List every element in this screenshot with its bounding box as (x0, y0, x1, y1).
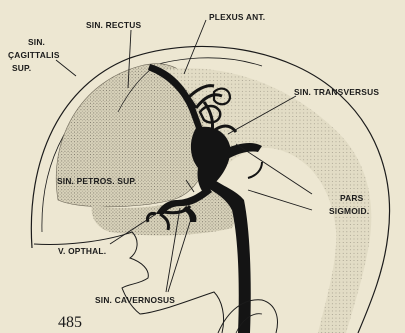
sigmoid-tributary (248, 162, 262, 178)
label-sin-petros-sup: SIN. PETROS. SUP. (57, 176, 137, 186)
label-sin-cavernosus: SIN. CAVERNOSUS (95, 295, 175, 305)
label-pars-sigmoid-line2: SIGMOID. (329, 206, 369, 216)
page-number: 485 (58, 314, 82, 331)
leader-sin-sagittalis (56, 60, 76, 76)
leader-pars-sigmoid-2 (248, 190, 312, 210)
label-sin-sagittalis-line3: SUP. (12, 63, 31, 73)
label-pars-sigmoid-line1: PARS (340, 193, 364, 203)
label-sin-transversus: SIN. TRANSVERSUS (294, 87, 379, 97)
label-sin-sagittalis-line2: ÇAGITTALIS (8, 50, 60, 60)
label-sin-sagittalis-line1: SIN. (28, 37, 45, 47)
label-sin-rectus: SIN. RECTUS (86, 20, 141, 30)
label-plexus-ant: PLEXUS ANT. (209, 12, 265, 22)
label-v-opthal: V. OPTHAL. (58, 246, 106, 256)
